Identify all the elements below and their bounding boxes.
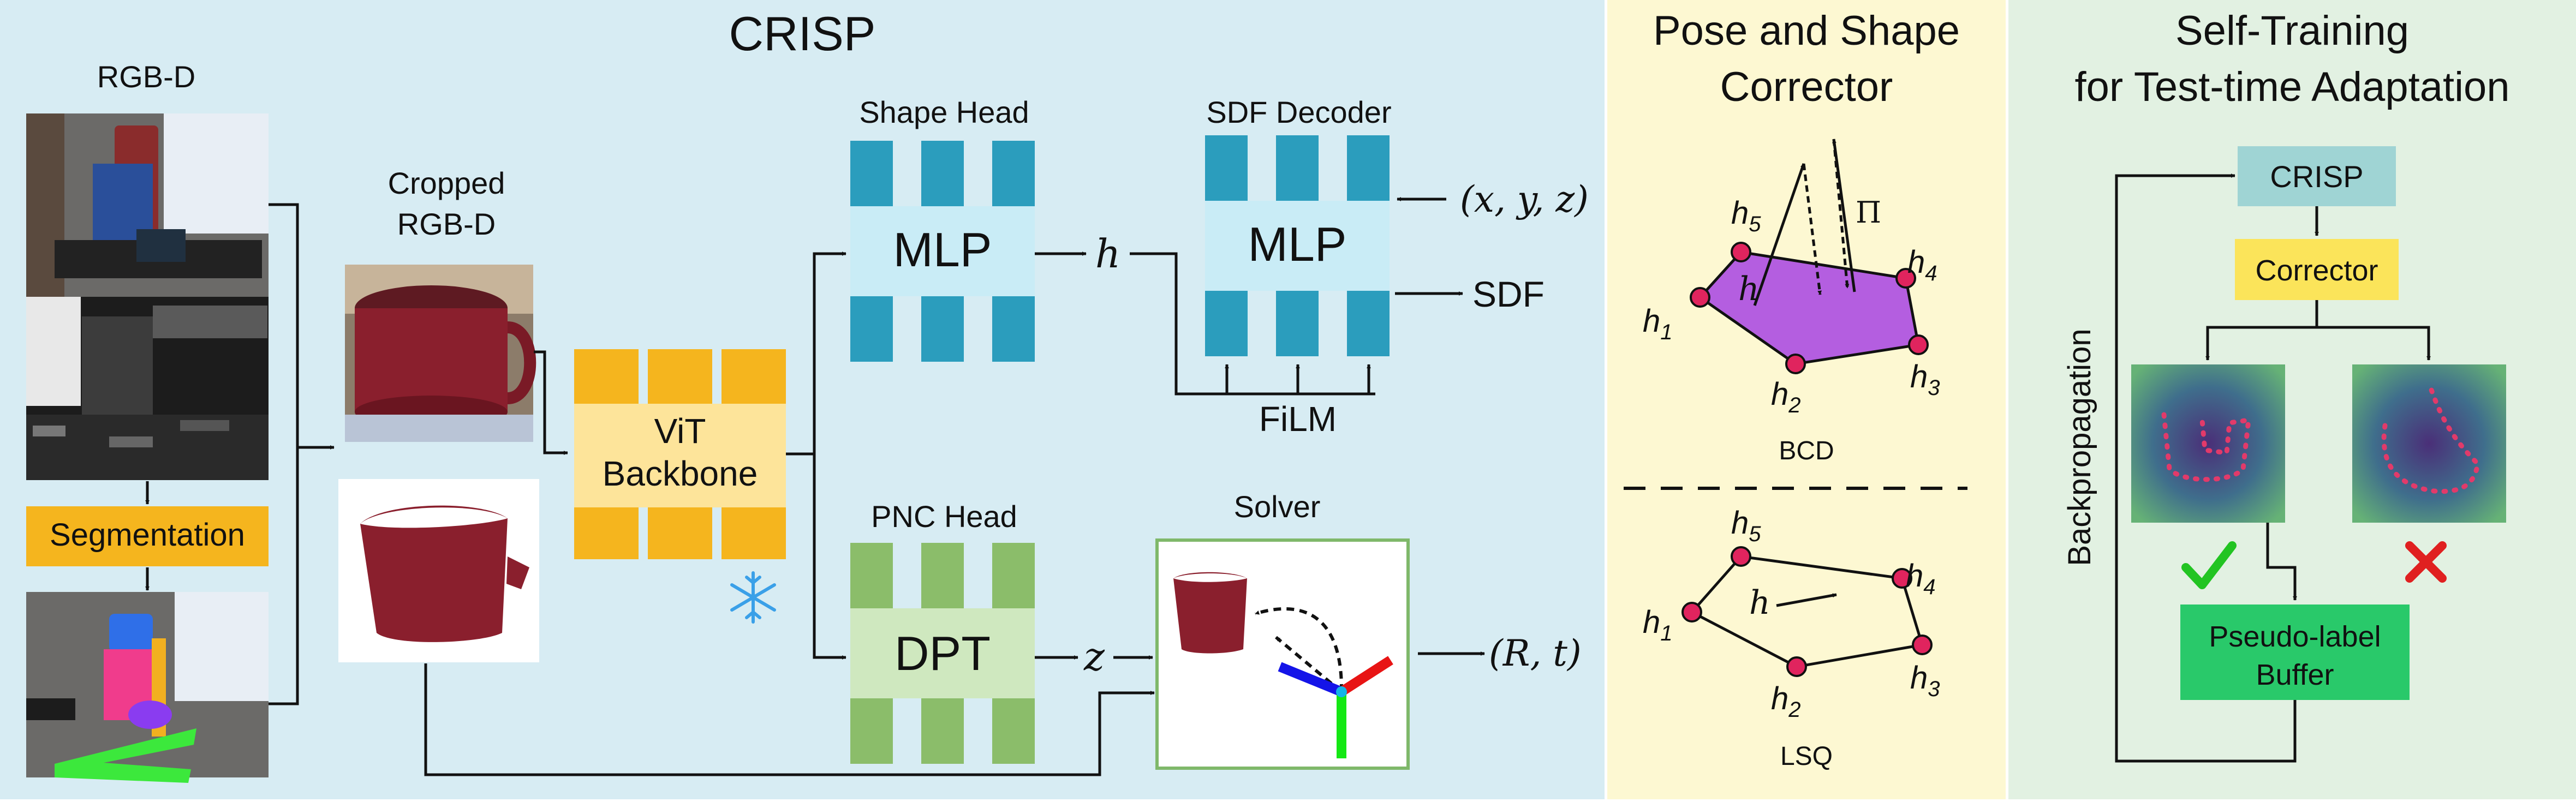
cropped-depth-pointcloud [338,479,539,662]
selftrain-crisp-label: CRISP [2270,159,2363,194]
shape-head-mlp [850,141,1035,362]
vit-label-line1: ViT [654,411,706,451]
cross-icon [2405,541,2447,583]
selftrain-corrector-box [2235,239,2399,300]
backpropagation-label: Backpropagation [2062,328,2097,566]
vit-backbone [574,349,786,559]
bad-pseudo-label-heatmap [2352,364,2506,523]
lsq-h2-label: h2 [1771,681,1801,722]
sdf-output-label: SDF [1472,274,1545,314]
solver-pointcloud [1164,566,1261,659]
cropped-label-line1: Cropped [388,166,505,200]
film-label: FiLM [1259,399,1337,439]
bcd-h-symbol: h [1738,270,1760,308]
segmentation-mask-image [26,592,269,783]
z-pnc-symbol: z [1083,633,1105,679]
buffer-label-line2: Buffer [2256,659,2334,691]
pnc-head-label: PNC Head [871,499,1017,534]
cropped-label-line2: RGB-D [397,207,496,241]
lsq-h-symbol: h [1749,584,1770,622]
pi-projection-symbol: Π [1856,195,1881,230]
bcd-vertices [1690,242,1929,374]
snowflake-icon [730,571,776,624]
corrector-title-line1: Pose and Shape [1653,8,1960,54]
check-icon [2181,541,2237,589]
bcd-h4-label: h4 [1907,244,1937,285]
bcd-label: BCD [1779,436,1834,465]
lsq-label: LSQ [1780,742,1833,771]
good-pseudo-label-heatmap [2131,364,2285,523]
cropped-rgb-image [345,265,536,442]
pnc-head-dpt [850,543,1035,764]
h-latent-symbol: h [1095,231,1120,277]
xyz-input-label: (x, y, z) [1460,178,1589,220]
bcd-h5-label: h5 [1731,195,1761,236]
rgbd-label: RGB-D [97,59,195,94]
lsq-vertices [1681,546,1933,677]
lsq-h3-label: h3 [1910,660,1940,701]
pseudo-label-buffer-box [2180,605,2410,700]
bcd-h1-label: h1 [1643,303,1673,344]
lsq-h4-label: h4 [1906,558,1936,599]
shape-mlp-label: MLP [893,223,992,277]
sdf-decoder-mlp [1205,135,1390,356]
lsq-h1-label: h1 [1643,605,1673,645]
selftrain-corrector-label: Corrector [2255,254,2378,287]
sdf-mlp-label: MLP [1248,217,1347,271]
vit-label-line2: Backbone [603,454,758,493]
sdf-decoder-label: SDF Decoder [1206,95,1391,129]
shape-head-label: Shape Head [859,95,1029,129]
segmentation-label: Segmentation [50,517,245,553]
crisp-title: CRISP [729,7,876,61]
buffer-label-line1: Pseudo-label [2209,620,2381,653]
corrector-title-line2: Corrector [1720,64,1893,110]
bcd-h2-label: h2 [1771,376,1801,417]
lsq-polygon [1690,555,1924,668]
pose-output-label: (R, t) [1489,632,1582,674]
selftrain-crisp-box [2238,146,2396,206]
selftrain-title-line2: for Test-time Adaptation [2074,64,2509,110]
dpt-label: DPT [895,626,991,680]
lsq-vertex-labels: h1 h2 h3 h4 h5 [1643,505,1940,722]
lsq-h5-label: h5 [1731,505,1761,546]
rgb-image [26,113,269,297]
bcd-h3-label: h3 [1910,359,1940,400]
segmentation-box [26,506,269,566]
selftrain-title-line1: Self-Training [2175,8,2409,54]
solver-label: Solver [1234,489,1321,524]
depth-image [26,297,269,480]
corrector-panel [1607,0,2006,799]
bcd-vertex-labels: h1 h2 h3 h4 h5 [1643,195,1940,417]
